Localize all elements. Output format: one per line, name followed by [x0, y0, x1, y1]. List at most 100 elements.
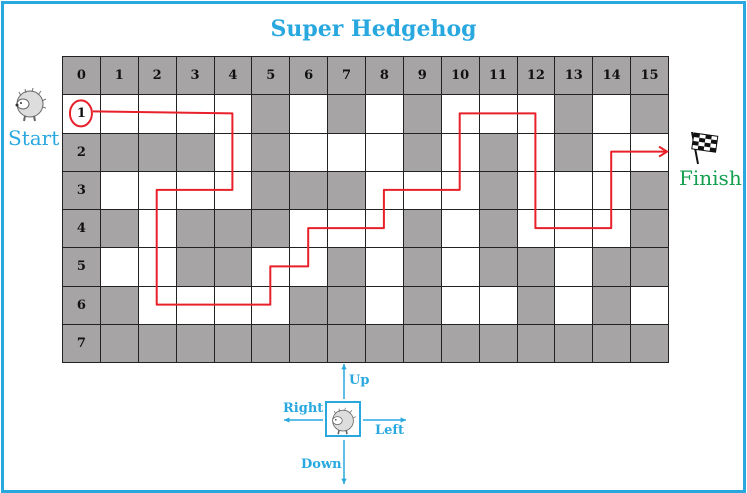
free-cell[interactable]	[327, 209, 366, 249]
blocked-cell[interactable]	[251, 170, 291, 210]
free-cell[interactable]	[440, 94, 480, 134]
free-cell[interactable]	[440, 132, 480, 172]
blocked-cell[interactable]	[478, 323, 518, 363]
free-cell[interactable]	[213, 94, 253, 134]
free-cell[interactable]	[440, 170, 480, 210]
blocked-cell[interactable]	[592, 285, 632, 325]
blocked-cell[interactable]	[402, 285, 442, 325]
blocked-cell[interactable]	[327, 170, 366, 210]
blocked-cell[interactable]	[402, 94, 442, 134]
free-cell[interactable]	[251, 247, 291, 287]
blocked-cell[interactable]	[554, 132, 594, 172]
free-cell[interactable]	[516, 209, 556, 249]
free-cell[interactable]	[365, 132, 404, 172]
blocked-cell[interactable]	[630, 170, 669, 210]
free-cell[interactable]	[402, 170, 442, 210]
free-cell[interactable]	[251, 285, 291, 325]
free-cell[interactable]	[440, 209, 480, 249]
blocked-cell[interactable]	[213, 209, 253, 249]
free-cell[interactable]	[99, 170, 139, 210]
free-cell[interactable]	[137, 94, 177, 134]
blocked-cell[interactable]	[478, 209, 518, 249]
free-cell[interactable]	[289, 209, 329, 249]
blocked-cell[interactable]	[516, 247, 556, 287]
blocked-cell[interactable]	[592, 247, 632, 287]
free-cell[interactable]	[592, 170, 632, 210]
free-cell[interactable]	[440, 285, 480, 325]
blocked-cell[interactable]	[478, 170, 518, 210]
blocked-cell[interactable]	[327, 323, 366, 363]
blocked-cell[interactable]	[478, 132, 518, 172]
right-label[interactable]: Right	[283, 401, 324, 416]
free-cell[interactable]	[365, 170, 404, 210]
blocked-cell[interactable]	[137, 323, 177, 363]
free-cell[interactable]	[592, 209, 632, 249]
blocked-cell[interactable]	[99, 285, 139, 325]
blocked-cell[interactable]	[289, 323, 329, 363]
free-cell[interactable]	[137, 209, 177, 249]
blocked-cell[interactable]	[554, 94, 594, 134]
free-cell[interactable]	[478, 285, 518, 325]
blocked-cell[interactable]	[402, 323, 442, 363]
free-cell[interactable]	[365, 285, 404, 325]
free-cell[interactable]	[289, 132, 329, 172]
blocked-cell[interactable]	[175, 132, 215, 172]
blocked-cell[interactable]	[175, 323, 215, 363]
free-cell[interactable]	[213, 285, 253, 325]
blocked-cell[interactable]	[402, 247, 442, 287]
blocked-cell[interactable]	[327, 285, 366, 325]
blocked-cell[interactable]	[213, 247, 253, 287]
blocked-cell[interactable]	[402, 209, 442, 249]
free-cell[interactable]	[554, 209, 594, 249]
free-cell[interactable]	[554, 285, 594, 325]
blocked-cell[interactable]	[213, 323, 253, 363]
left-label[interactable]: Left	[375, 423, 405, 438]
free-cell[interactable]	[365, 247, 404, 287]
free-cell[interactable]	[99, 94, 139, 134]
free-cell[interactable]	[137, 285, 177, 325]
blocked-cell[interactable]	[478, 247, 518, 287]
blocked-cell[interactable]	[99, 209, 139, 249]
free-cell[interactable]	[213, 170, 253, 210]
free-cell[interactable]	[175, 285, 215, 325]
free-cell[interactable]	[516, 94, 556, 134]
blocked-cell[interactable]	[554, 323, 594, 363]
free-cell[interactable]	[554, 170, 594, 210]
blocked-cell[interactable]	[175, 209, 215, 249]
down-label[interactable]: Down	[301, 457, 342, 472]
blocked-cell[interactable]	[289, 285, 329, 325]
blocked-cell[interactable]	[327, 247, 366, 287]
blocked-cell[interactable]	[327, 94, 366, 134]
blocked-cell[interactable]	[630, 247, 669, 287]
free-cell[interactable]	[554, 247, 594, 287]
free-cell[interactable]	[440, 247, 480, 287]
free-cell[interactable]	[630, 285, 669, 325]
free-cell[interactable]	[365, 94, 404, 134]
free-cell[interactable]	[213, 132, 253, 172]
blocked-cell[interactable]	[516, 285, 556, 325]
blocked-cell[interactable]	[289, 170, 329, 210]
free-cell[interactable]	[630, 132, 669, 172]
blocked-cell[interactable]	[137, 132, 177, 172]
blocked-cell[interactable]	[365, 323, 404, 363]
blocked-cell[interactable]	[99, 132, 139, 172]
blocked-cell[interactable]	[402, 132, 442, 172]
free-cell[interactable]	[99, 247, 139, 287]
free-cell[interactable]	[289, 94, 329, 134]
blocked-cell[interactable]	[630, 209, 669, 249]
free-cell[interactable]	[516, 132, 556, 172]
blocked-cell[interactable]	[516, 323, 556, 363]
free-cell[interactable]	[137, 170, 177, 210]
free-cell[interactable]	[137, 247, 177, 287]
free-cell[interactable]	[175, 170, 215, 210]
blocked-cell[interactable]	[630, 94, 669, 134]
blocked-cell[interactable]	[251, 132, 291, 172]
blocked-cell[interactable]	[592, 323, 632, 363]
free-cell[interactable]	[289, 247, 329, 287]
free-cell[interactable]	[516, 170, 556, 210]
free-cell[interactable]	[175, 94, 215, 134]
blocked-cell[interactable]	[99, 323, 139, 363]
blocked-cell[interactable]	[630, 323, 669, 363]
blocked-cell[interactable]	[440, 323, 480, 363]
blocked-cell[interactable]	[251, 94, 291, 134]
